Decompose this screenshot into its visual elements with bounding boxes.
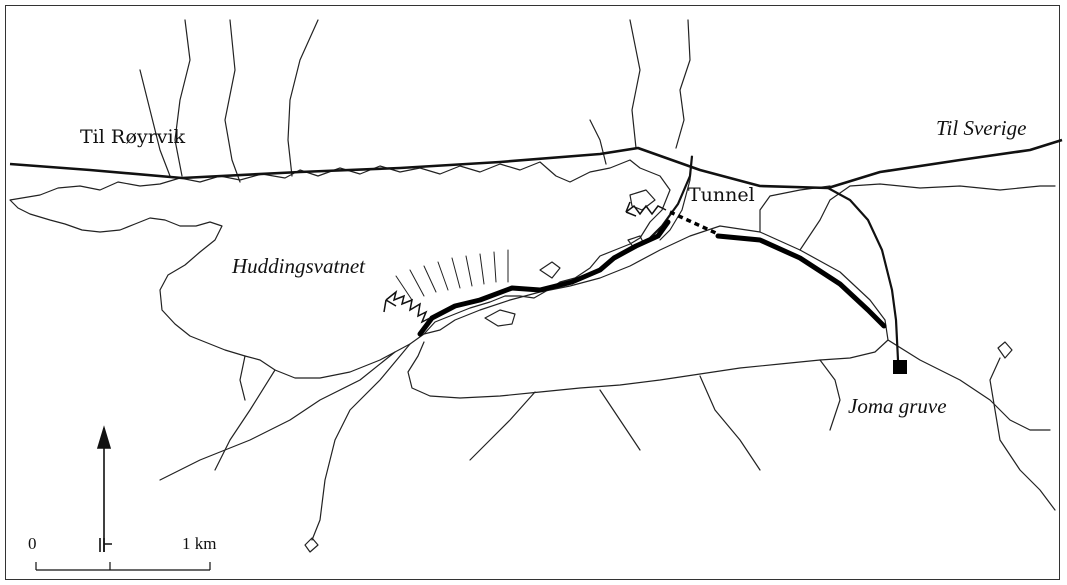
new-road xyxy=(417,219,671,337)
east-basin-shoreline xyxy=(407,225,889,399)
road-label-west: Til Røyrvik xyxy=(80,126,186,148)
island xyxy=(997,341,1013,359)
outflow-arrow-icon xyxy=(383,201,667,324)
stream xyxy=(819,359,841,431)
stream xyxy=(599,389,641,451)
stream xyxy=(469,391,536,461)
tunnel-line xyxy=(669,210,719,236)
stream xyxy=(989,357,1056,511)
island xyxy=(539,261,561,279)
main-road xyxy=(9,138,1063,190)
stream xyxy=(159,351,396,481)
stream xyxy=(214,369,276,471)
island xyxy=(304,537,319,553)
tunnel-label: Tunnel xyxy=(688,184,755,206)
new-road-east xyxy=(715,233,887,329)
scale-bar xyxy=(35,562,211,571)
stream xyxy=(887,339,1051,431)
mine-icon xyxy=(893,360,907,374)
stream xyxy=(224,19,241,183)
tunnel-branch-road xyxy=(649,155,694,239)
north-arrow-icon xyxy=(96,425,112,552)
stream xyxy=(311,343,411,541)
stream xyxy=(589,119,607,165)
lake-label: Huddingsvatnet xyxy=(232,254,365,278)
stream xyxy=(629,19,641,149)
island xyxy=(484,309,516,327)
stream xyxy=(699,375,761,471)
scale-km-label: 1 km xyxy=(182,534,217,553)
stream xyxy=(675,19,691,149)
scale-zero-label: 0 xyxy=(28,534,37,553)
stream xyxy=(759,185,831,233)
stream xyxy=(799,183,1056,251)
stream xyxy=(287,19,319,177)
island xyxy=(629,189,656,211)
slope-hachures xyxy=(395,249,509,301)
map-frame xyxy=(5,5,1060,580)
mine-label: Joma gruve xyxy=(848,394,947,418)
road-label-east: Til Sverige xyxy=(936,116,1027,140)
mine-access-road xyxy=(827,187,900,361)
stream xyxy=(139,69,171,177)
stream xyxy=(239,355,246,401)
stream xyxy=(174,19,191,177)
